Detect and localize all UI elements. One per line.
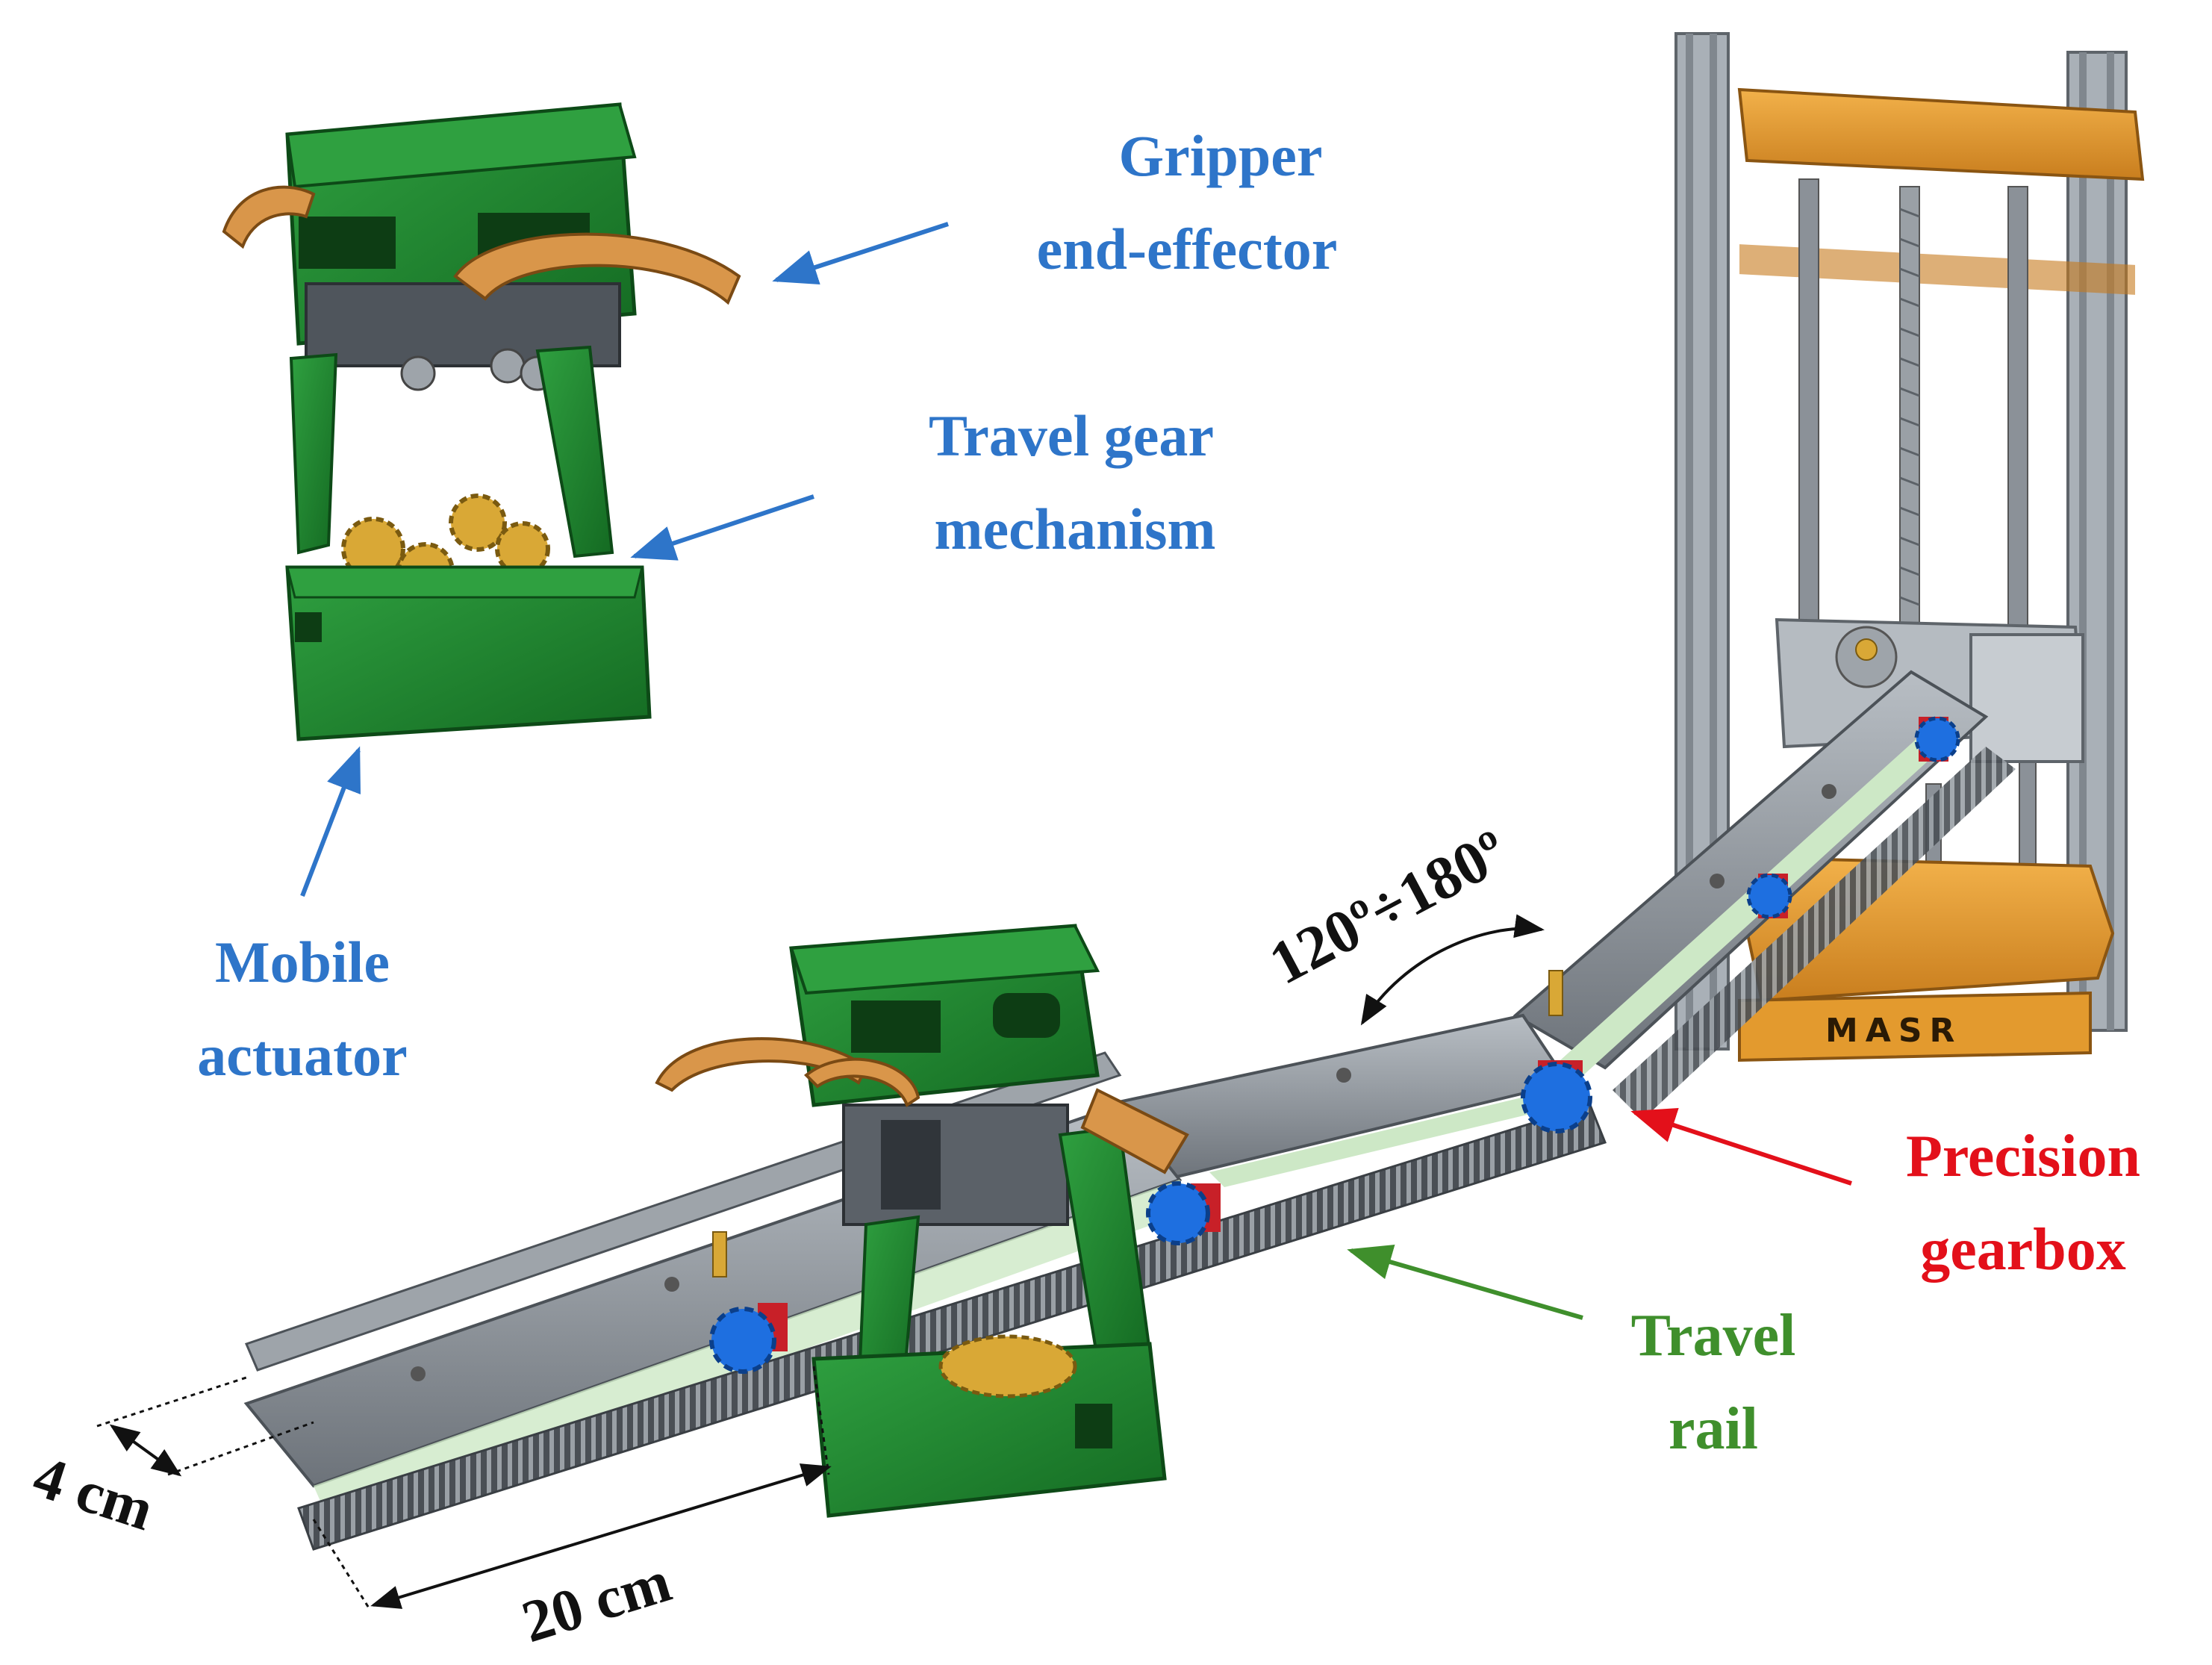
dim-20cm-label: 20 cm [515,1549,679,1655]
gearbox-gear-1 [709,1307,776,1374]
angle-arc [1360,914,1545,1026]
precision-gearbox-arrow [1630,1108,1852,1186]
lead-screw [1899,186,1920,650]
precision-gearbox-label-line1: Precision [1906,1124,2140,1189]
tower-top-bracket [1737,87,2145,181]
travel-rail-label-line2: rail [1669,1396,1758,1462]
mobile-actuator-label-line1: Mobile [215,930,390,995]
dim-20cm-arrow [370,1463,832,1609]
dim-4cm-arrow [109,1424,182,1477]
dimension-lines [96,1366,832,1610]
travel-gear-arrow [630,494,814,561]
detail-gripper-finger-right [453,232,741,305]
base-engraving: MASR [1825,1012,1962,1050]
actuator-detail-view [222,102,741,741]
gripper-arrow [772,222,949,285]
travel-rail-label-line1: Travel [1631,1303,1796,1369]
mobile-actuator-on-rail [655,924,1189,1518]
detail-gripper-finger-left [222,185,316,249]
precision-gearbox-joints [709,716,1960,1374]
gripper-label-line1: Gripper [1119,123,1323,188]
travel-rail-arrow [1347,1245,1583,1320]
gearbox-gear-3 [1521,1062,1592,1133]
gearbox-gear-2 [1146,1181,1210,1245]
angle-range-label: 120º÷180º [1259,817,1518,998]
gearbox-gear-5 [1914,716,1960,762]
travel-gear-label-line2: mechanism [935,497,1216,561]
guide-rod-left [1798,178,1819,628]
gripper-label-line2: end-effector [1037,217,1338,281]
precision-gearbox-label-line2: gearbox [1920,1217,2126,1283]
dim-4cm-label: 4 cm [25,1443,161,1543]
mobile-actuator-label-line2: actuator [197,1023,408,1088]
guide-rod-right [2007,186,2028,635]
gearbox-gear-4 [1746,873,1792,919]
mobile-actuator-arrow [300,746,361,897]
travel-gear-label-line1: Travel gear [929,403,1214,468]
